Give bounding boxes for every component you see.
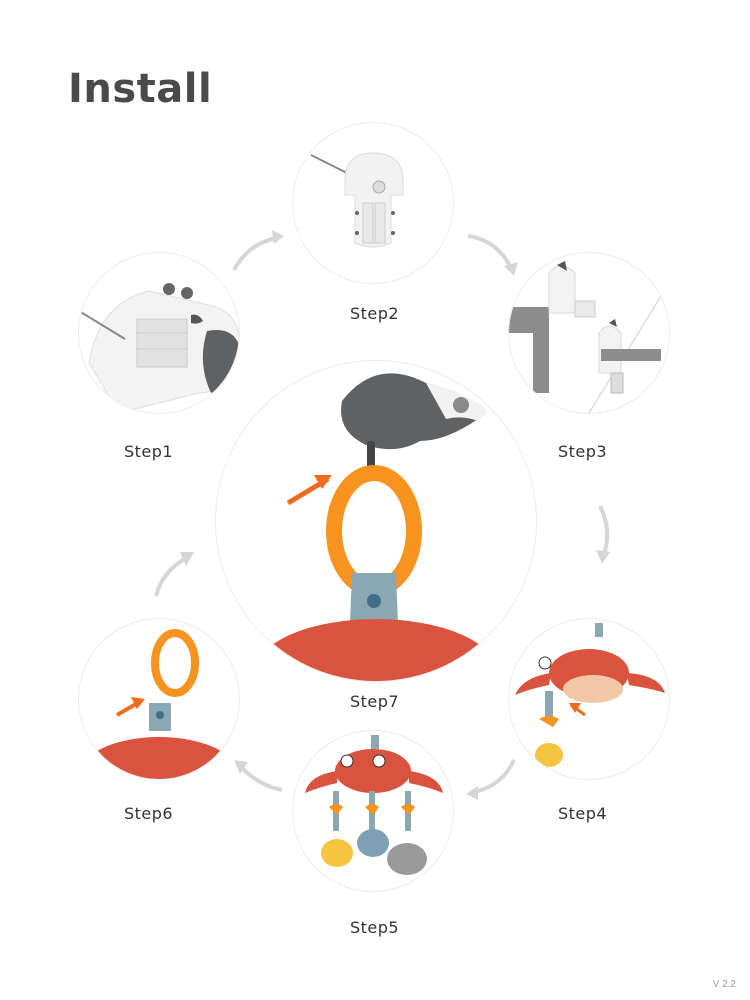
arrow-step3-to-step4 <box>596 505 610 564</box>
page-title: Install <box>68 66 213 112</box>
step5-label: Step5 <box>350 918 400 937</box>
step6-image <box>78 618 240 780</box>
version-label: V 2.2 <box>712 979 736 990</box>
step7-image <box>215 360 537 682</box>
step4-label: Step4 <box>558 804 608 823</box>
step2-image <box>292 122 454 284</box>
arrow-step6-to-step7 <box>154 552 194 597</box>
step1-label: Step1 <box>124 442 174 461</box>
step7-label: Step7 <box>350 692 400 711</box>
step1-image <box>78 252 240 414</box>
step5-image <box>292 730 454 892</box>
step2-label: Step2 <box>350 304 400 323</box>
step4-image <box>508 618 670 780</box>
arrow-step4-to-step5 <box>466 759 516 800</box>
step3-image <box>508 252 670 414</box>
arrow-step2-to-step3 <box>467 234 518 276</box>
arrow-step1-to-step2 <box>232 230 284 271</box>
step6-label: Step6 <box>124 804 174 823</box>
arrow-step5-to-step6 <box>234 760 283 792</box>
step3-label: Step3 <box>558 442 608 461</box>
